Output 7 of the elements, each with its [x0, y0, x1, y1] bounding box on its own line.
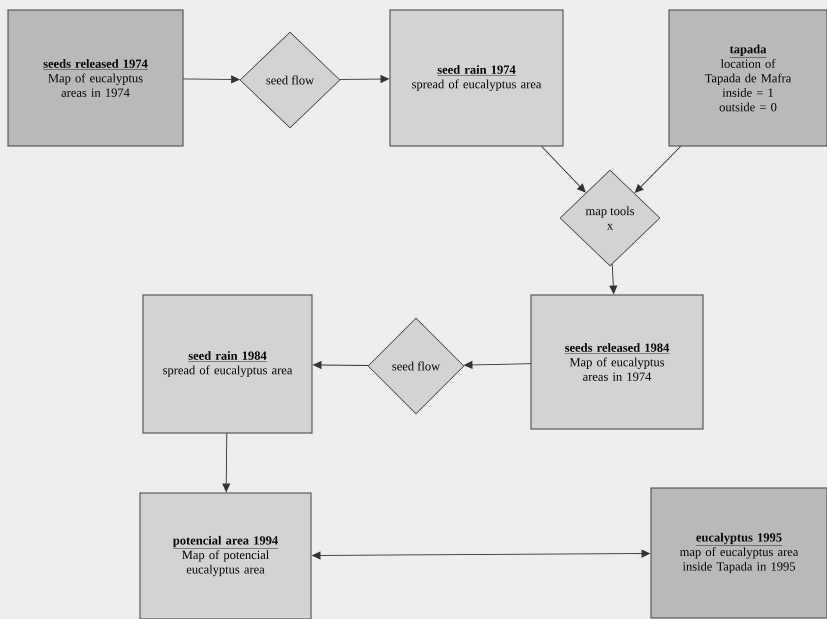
- process-box: potencial area 1994 Map of potencial eucalyptus area: [140, 492, 312, 619]
- process-box: eucalyptus 1995 map of eucalyptus area inside Tapada in 1995: [650, 488, 827, 618]
- process-box: seed rain 1974 spread of eucalyptus area: [390, 10, 564, 146]
- process-box: tapada location of Tapada de Mafra inside = 1 outside = 0: [668, 10, 827, 146]
- process-box: seeds released 1984 Map of eucalyptus areas in 1974: [530, 294, 704, 430]
- process-box: seed rain 1984 spread of eucalyptus area: [142, 294, 312, 434]
- process-box: seeds released 1974 Map of eucalyptus areas in 1974: [8, 10, 184, 146]
